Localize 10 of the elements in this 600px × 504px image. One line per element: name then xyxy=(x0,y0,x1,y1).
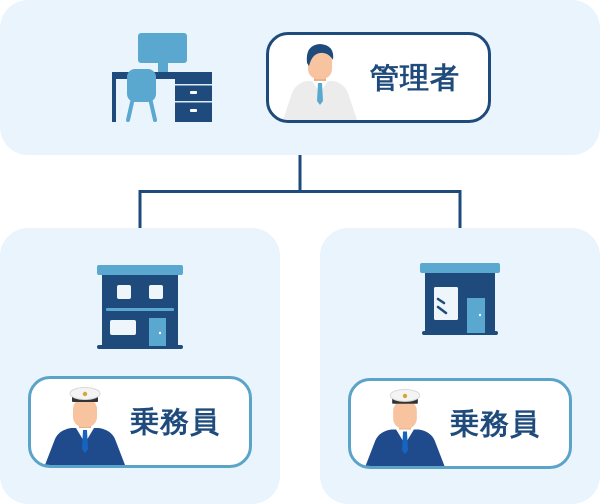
connector-line xyxy=(298,155,462,228)
group-panel xyxy=(320,228,600,504)
group-panel xyxy=(0,228,280,504)
role-card xyxy=(28,376,252,468)
role-label: 乗務員 xyxy=(450,406,540,441)
role-card xyxy=(348,378,572,469)
role-label: 乗務員 xyxy=(130,404,220,440)
group-panel xyxy=(0,0,600,155)
role-label: 管理者 xyxy=(370,60,460,95)
role-card xyxy=(266,32,491,123)
